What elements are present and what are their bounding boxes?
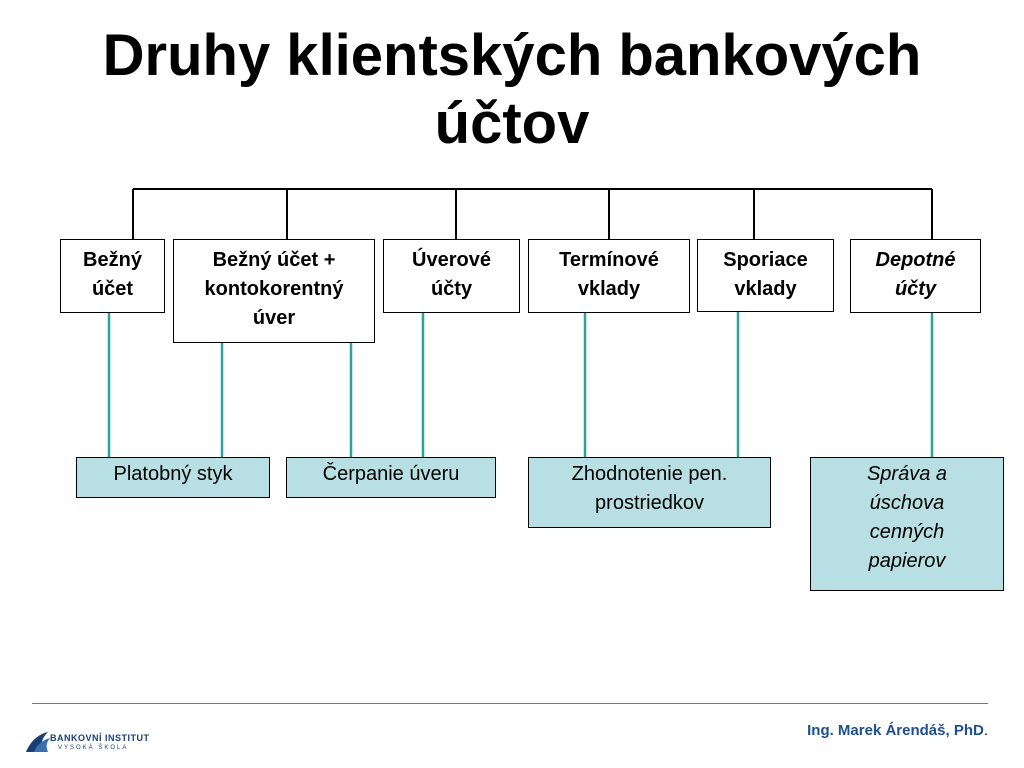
- footer-divider: [32, 703, 988, 704]
- leaf-line: prostriedkov: [595, 492, 704, 514]
- function-box-sprava-uschova: Správa a úschova cenných papierov: [810, 457, 1004, 591]
- box-line: kontokorentný: [204, 278, 344, 300]
- leaf-line: Správa a: [866, 463, 948, 485]
- account-box-depotne-ucty: Depotné účty: [850, 239, 981, 313]
- box-line: Úverové: [412, 249, 491, 271]
- teal-connectors: [107, 312, 934, 457]
- account-box-uverove-ucty: Úverové účty: [383, 239, 520, 313]
- leaf-line: papierov: [868, 550, 946, 572]
- leaf-line: cenných: [869, 521, 945, 543]
- box-line: účty: [894, 278, 937, 300]
- box-line: účet: [91, 278, 134, 300]
- account-box-terminove-vklady: Termínové vklady: [528, 239, 690, 313]
- box-line: Bežný: [83, 249, 142, 271]
- title-line-2: účtov: [434, 91, 590, 156]
- box-line: Depotné: [875, 249, 956, 271]
- logo-subtitle: VYSOKÁ ŠKOLA: [58, 745, 129, 751]
- account-box-sporiace-vklady: Sporiace vklady: [697, 239, 834, 312]
- box-line: Termínové: [559, 249, 659, 271]
- account-box-kontokorent: Bežný účet + kontokorentný úver: [173, 239, 375, 343]
- box-line: Bežný účet +: [212, 249, 336, 271]
- box-line: účty: [430, 278, 473, 300]
- leaf-line: úschova: [869, 492, 945, 514]
- leaf-line: Platobný styk: [113, 463, 233, 485]
- logo-name: BANKOVNÍ INSTITUT: [50, 733, 150, 743]
- box-line: úver: [252, 307, 296, 329]
- box-line: vklady: [577, 278, 641, 300]
- author-suffix: .: [983, 722, 988, 739]
- tree-connectors: [132, 188, 933, 239]
- institute-logo-icon: [26, 732, 50, 752]
- function-box-zhodnotenie: Zhodnotenie pen. prostriedkov: [528, 457, 771, 528]
- function-box-platobny-styk: Platobný styk: [76, 457, 270, 498]
- title-line-1: Druhy klientských bankových: [102, 23, 922, 88]
- leaf-line: Čerpanie úveru: [322, 463, 460, 485]
- slide-title: Druhy klientských bankových účtov: [0, 22, 1024, 158]
- box-line: vklady: [734, 278, 797, 300]
- leaf-line: Zhodnotenie pen.: [571, 463, 728, 485]
- account-box-bezny-ucet: Bežný účet: [60, 239, 165, 313]
- author-credit: Ing. Marek Árendáš, PhD.: [807, 722, 988, 739]
- box-line: Sporiace: [723, 249, 808, 271]
- function-box-cerpanie-uveru: Čerpanie úveru: [286, 457, 496, 498]
- author-name: Ing. Marek Árendáš, PhD: [807, 722, 984, 739]
